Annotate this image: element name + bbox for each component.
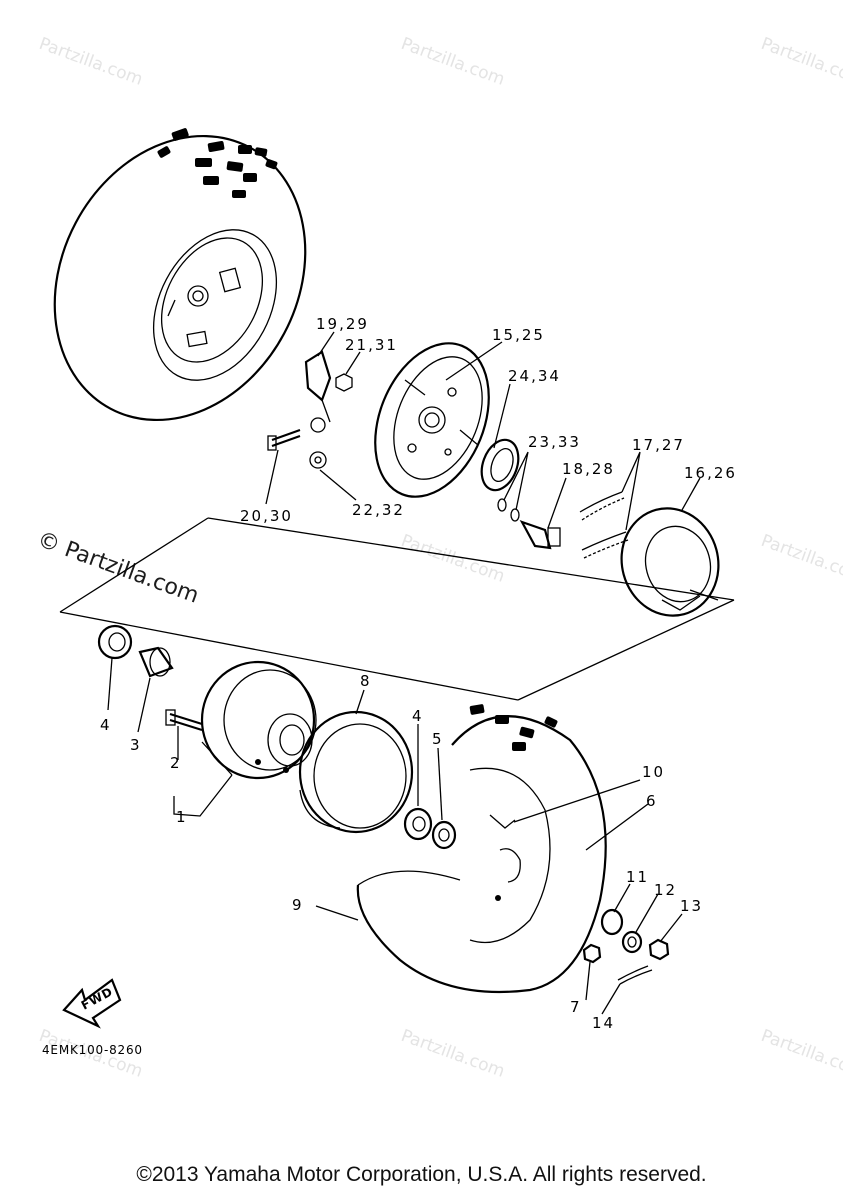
callout-18-28: 18,28 bbox=[562, 460, 615, 478]
callout-4-bearing-right: 4 bbox=[412, 707, 424, 725]
callout-14: 14 bbox=[592, 1014, 615, 1032]
callout-24-34: 24,34 bbox=[508, 367, 561, 385]
callout-15-25: 15,25 bbox=[492, 326, 545, 344]
callout-6: 6 bbox=[646, 792, 658, 810]
callout-20-30: 20,30 bbox=[240, 507, 293, 525]
fwd-label: FWD bbox=[79, 984, 115, 1012]
callout-17-27: 17,27 bbox=[632, 436, 685, 454]
callout-22-32: 22,32 bbox=[352, 501, 405, 519]
brake-panel-illustration bbox=[267, 342, 490, 498]
callout-9: 9 bbox=[292, 896, 304, 914]
upper-wheel-illustration bbox=[53, 128, 307, 422]
callout-1: 1 bbox=[176, 808, 188, 826]
copyright-notice: ©2013 Yamaha Motor Corporation, U.S.A. A… bbox=[136, 1163, 707, 1186]
callout-7: 7 bbox=[570, 998, 582, 1016]
watermark-7: Partzilla.com bbox=[398, 1026, 507, 1082]
callouts: 19,29 21,31 15,25 24,34 23,33 17,27 18,2… bbox=[100, 315, 737, 1032]
leader-lines bbox=[107, 331, 701, 1015]
callout-13: 13 bbox=[680, 897, 703, 915]
watermark-2: Partzilla.com bbox=[398, 34, 507, 90]
callout-10: 10 bbox=[642, 763, 665, 781]
watermark-prominent: © Partzilla.com bbox=[34, 527, 202, 609]
callout-12: 12 bbox=[654, 881, 677, 899]
callout-19-29: 19,29 bbox=[316, 315, 369, 333]
callout-11: 11 bbox=[626, 868, 649, 886]
callout-23-33: 23,33 bbox=[528, 433, 581, 451]
watermark-5: Partzilla.com bbox=[758, 531, 843, 587]
watermark-4: Partzilla.com bbox=[398, 531, 507, 587]
lower-wheel-illustration: FWD bbox=[62, 624, 670, 1029]
watermarks: Partzilla.com Partzilla.com Partzilla.co… bbox=[34, 34, 843, 1082]
callout-16-26: 16,26 bbox=[684, 464, 737, 482]
callout-8: 8 bbox=[360, 672, 372, 690]
callout-21-31: 21,31 bbox=[345, 336, 398, 354]
exploded-view-frame bbox=[59, 517, 735, 701]
callout-5: 5 bbox=[432, 730, 444, 748]
callout-4-bearing-left: 4 bbox=[100, 716, 112, 734]
fwd-arrow-icon: FWD bbox=[62, 978, 122, 1029]
watermark-3: Partzilla.com bbox=[758, 34, 843, 90]
diagram-code: 4EMK100-8260 bbox=[42, 1043, 143, 1057]
callout-3: 3 bbox=[130, 736, 142, 754]
watermark-1: Partzilla.com bbox=[36, 34, 145, 90]
callout-2: 2 bbox=[170, 754, 182, 772]
watermark-8: Partzilla.com bbox=[758, 1026, 843, 1082]
